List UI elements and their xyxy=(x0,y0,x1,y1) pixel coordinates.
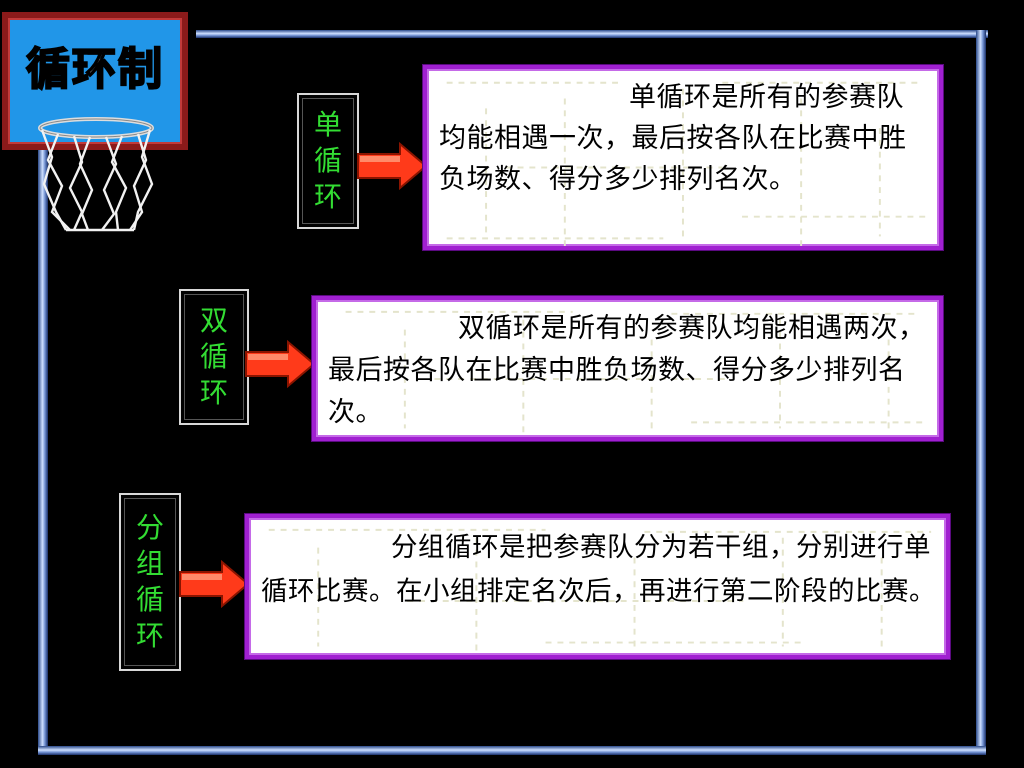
court-line-top xyxy=(196,30,988,38)
label-box-group-round-robin: 分组循环 xyxy=(119,493,181,671)
slide-title: 循环制 xyxy=(25,44,164,95)
description-double-round-robin: 双循环是所有的参赛队均能相遇两次，最后按各队在比赛中胜负场数、得分多少排列名次。 xyxy=(328,313,926,428)
court-line-left xyxy=(38,150,48,754)
description-box-double-round-robin: 双循环是所有的参赛队均能相遇两次，最后按各队在比赛中胜负场数、得分多少排列名次。 xyxy=(312,296,943,441)
court-line-right xyxy=(976,30,986,754)
label-single-round-robin: 单循环 xyxy=(313,108,342,213)
description-single-round-robin: 单循环是所有的参赛队均能相遇一次，最后按各队在比赛中胜负场数、得分多少排列名次。 xyxy=(439,82,907,195)
decorative-pattern xyxy=(345,310,929,434)
right-arrow-icon xyxy=(357,142,428,190)
decorative-pattern xyxy=(446,81,930,246)
decorative-pattern xyxy=(268,528,932,652)
description-group-round-robin: 分组循环是把参赛队分为若干组，分别进行单循环比赛。在小组排定名次后，再进行第二阶… xyxy=(261,532,936,607)
description-box-single-round-robin: 单循环是所有的参赛队均能相遇一次，最后按各队在比赛中胜负场数、得分多少排列名次。 xyxy=(423,65,943,250)
basketball-hoop-icon xyxy=(38,117,154,232)
court-line-bottom xyxy=(38,746,986,755)
label-double-round-robin: 双循环 xyxy=(199,304,228,409)
right-arrow-icon xyxy=(179,560,250,608)
label-box-double-round-robin: 双循环 xyxy=(179,289,249,425)
label-box-single-round-robin: 单循环 xyxy=(297,93,359,229)
right-arrow-icon xyxy=(245,340,316,388)
description-box-group-round-robin: 分组循环是把参赛队分为若干组，分别进行单循环比赛。在小组排定名次后，再进行第二阶… xyxy=(245,514,950,659)
backboard: 循环制 xyxy=(2,12,188,150)
label-group-round-robin: 分组循环 xyxy=(135,511,164,652)
